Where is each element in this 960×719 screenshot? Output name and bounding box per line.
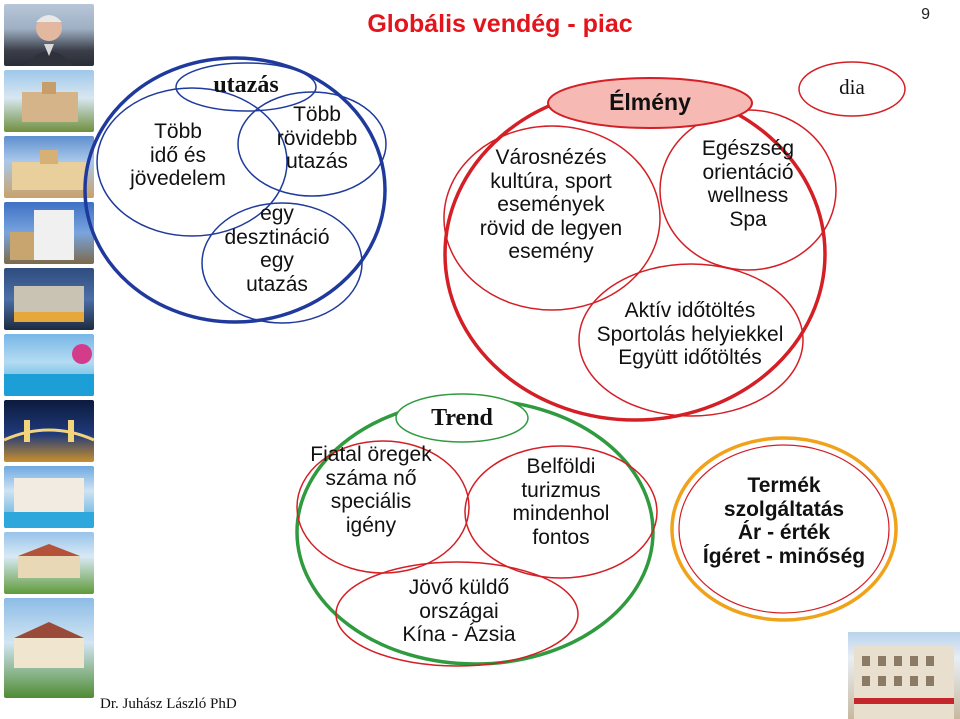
product-inner-ellipse bbox=[678, 444, 890, 614]
one-destination-text: egy desztináció egy utazás bbox=[224, 202, 330, 296]
dia-label: dia bbox=[839, 75, 865, 99]
active-ellipse bbox=[578, 263, 804, 417]
author-credit: Dr. Juhász László PhD bbox=[100, 696, 237, 712]
hotel-photo-1 bbox=[4, 202, 94, 264]
trend-header: Trend bbox=[431, 405, 493, 431]
portrait-photo bbox=[4, 4, 94, 66]
experience-header: Élmény bbox=[609, 89, 691, 115]
travel-header: utazás bbox=[213, 72, 279, 98]
manor-photo-2 bbox=[4, 598, 94, 698]
future-text: Jövő küldő országai Kína - Ázsia bbox=[402, 576, 516, 647]
building-photo-2 bbox=[4, 136, 94, 198]
product-ellipse bbox=[670, 436, 898, 622]
shorter-trips-text: Több rövidebb utazás bbox=[276, 103, 358, 174]
active-text: Aktív időtöltés Sportolás helyiekkel Egy… bbox=[596, 299, 784, 370]
manor-photo-1 bbox=[4, 532, 94, 594]
trend-header-ellipse bbox=[395, 393, 529, 443]
one-destination-ellipse bbox=[201, 202, 363, 324]
shorter-trips-ellipse bbox=[237, 91, 387, 197]
experience-header-ellipse bbox=[547, 77, 753, 129]
city-text: Városnézés kultúra, sport események rövi… bbox=[479, 146, 623, 264]
travel-header-ellipse bbox=[175, 62, 317, 112]
health-text: Egészség orientáció wellness Spa bbox=[701, 137, 795, 231]
young-old-text: Fiatal öregek száma nő speciális igény bbox=[310, 443, 432, 537]
more-time-text: Több idő és jövedelem bbox=[130, 120, 226, 191]
city-building-photo bbox=[848, 632, 960, 719]
bridge-photo bbox=[4, 400, 94, 462]
hotel-photo-2 bbox=[4, 268, 94, 330]
domestic-ellipse bbox=[464, 445, 658, 579]
building-photo-1 bbox=[4, 70, 94, 132]
domestic-text: Belföldi turizmus mindenhol fontos bbox=[512, 455, 610, 549]
future-ellipse bbox=[335, 561, 579, 667]
page-title: Globális vendég - piac bbox=[367, 10, 633, 38]
resort-photo bbox=[4, 466, 94, 528]
photo-strip bbox=[0, 0, 96, 719]
city-ellipse bbox=[443, 125, 661, 311]
more-time-ellipse bbox=[96, 87, 288, 237]
travel-outer-ellipse bbox=[83, 56, 387, 324]
dia-ellipse bbox=[798, 61, 906, 117]
pool-photo bbox=[4, 334, 94, 396]
page-number: 9 bbox=[921, 6, 930, 23]
product-text: Termék szolgáltatás Ár - érték Ígéret - … bbox=[702, 474, 866, 568]
